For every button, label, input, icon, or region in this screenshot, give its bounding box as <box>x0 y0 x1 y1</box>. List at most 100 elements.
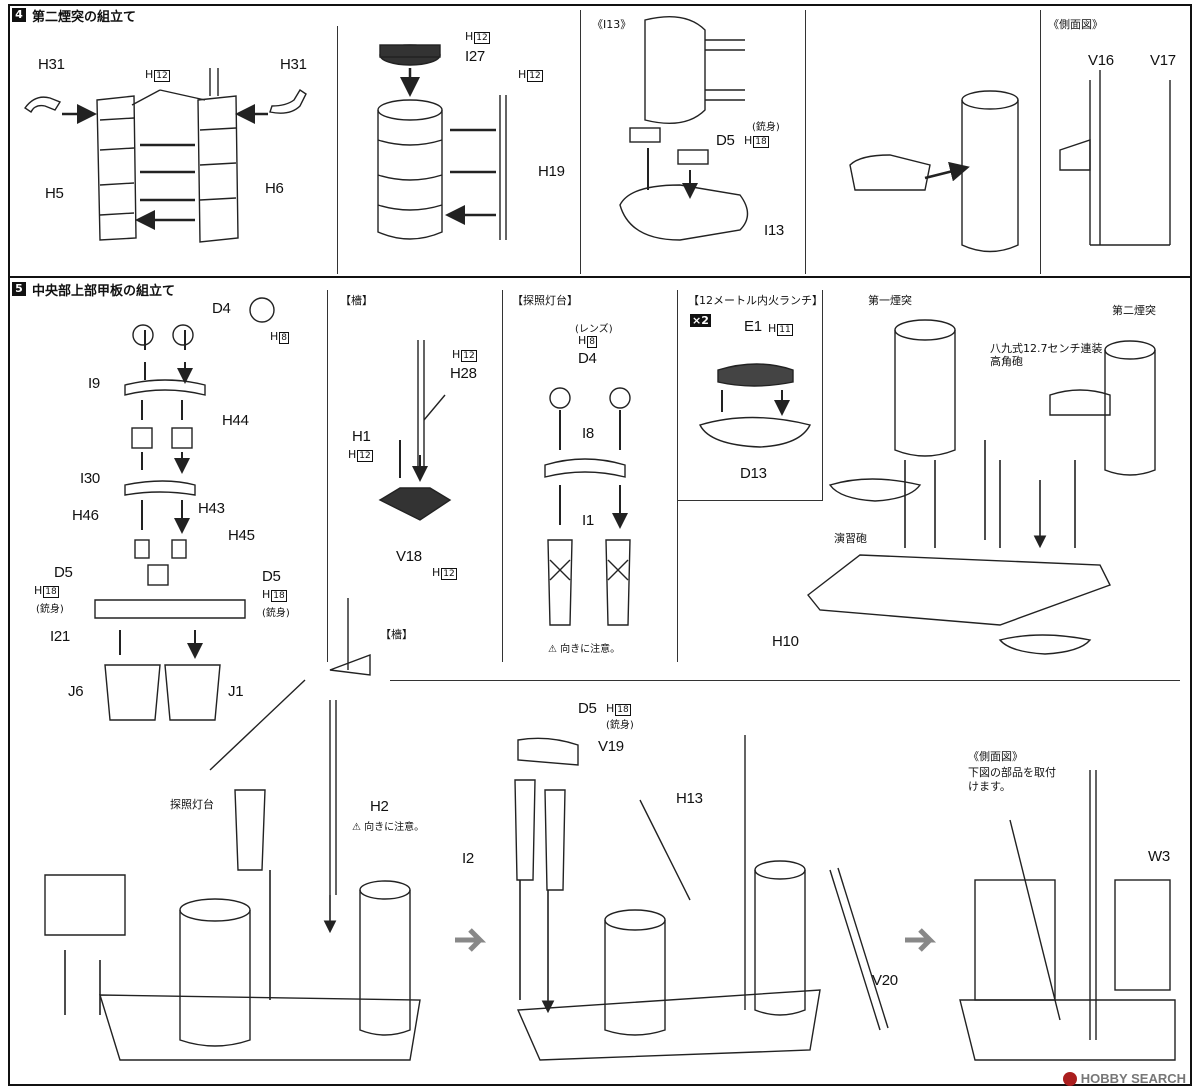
label-v18: V18 <box>396 548 422 565</box>
label-d13: D13 <box>740 465 767 482</box>
divider <box>337 26 338 274</box>
part-funnel1 <box>894 330 956 457</box>
part-i1 <box>547 539 631 626</box>
part-funnel2-assembled <box>961 100 1019 253</box>
step4-number: 4 <box>12 8 26 22</box>
step4-header: 4 第二煙突の組立て <box>12 4 136 26</box>
launch-title: 【12メートル内火ランチ】 <box>688 294 823 307</box>
part-i13 <box>619 184 749 241</box>
part-i8 <box>544 458 626 478</box>
part-funnel2-deck <box>1104 350 1156 476</box>
label-side-view2: 《側面図》 <box>968 750 1023 763</box>
part-v19 <box>517 737 579 766</box>
label-v17: V17 <box>1150 52 1176 69</box>
label-d5-right: D5 <box>262 568 281 585</box>
part-assembly-deck <box>99 994 421 1061</box>
label-side-view: 《側面図》 <box>1048 18 1103 31</box>
label-i30: I30 <box>80 470 100 487</box>
divider <box>805 10 806 274</box>
label-barrel-right: (銃身) <box>262 608 290 619</box>
part-e1 <box>717 363 794 387</box>
mast-title: 【檣】 <box>340 294 373 307</box>
part-i30 <box>124 480 196 496</box>
label-h6: H6 <box>265 180 284 197</box>
part-h31-left <box>24 96 62 114</box>
label-h45: H45 <box>228 527 255 544</box>
label-d5-left: D5 <box>54 564 73 581</box>
label-h28: H28 <box>450 365 477 382</box>
caution-h2: ⚠ 向きに注意。 <box>352 822 425 833</box>
part-platform-assembly <box>849 154 931 191</box>
watermark: HOBBY SEARCH <box>1062 1071 1186 1086</box>
label-i27: I27 <box>465 48 485 65</box>
part-i9 <box>124 379 206 396</box>
label-side-note: 下図の部品を取付けます。 <box>968 766 1056 793</box>
instruction-sheet <box>8 4 1192 1086</box>
label-i13-note: 《I13》 <box>592 18 632 31</box>
label-h13: H13 <box>676 790 703 807</box>
label-v19: V19 <box>598 738 624 755</box>
label-d4-sl: D4 <box>578 350 597 367</box>
caution-sl: ⚠ 向きに注意。 <box>548 644 621 655</box>
step5-header: 5 中央部上部甲板の組立て <box>12 278 175 300</box>
divider <box>580 10 581 274</box>
label-x2: ×2 <box>690 314 711 327</box>
part-i2 <box>514 779 566 891</box>
divider <box>1040 10 1041 274</box>
part-h6 <box>197 95 239 243</box>
label-practice-gun: 演習砲 <box>834 532 867 545</box>
part-d13 <box>699 416 812 448</box>
label-j1: J1 <box>228 683 244 700</box>
label-mast-ref: 【檣】 <box>380 628 413 641</box>
label-aa-gun: 八九式12.7センチ連装高角砲 <box>990 342 1103 368</box>
label-i2: I2 <box>462 850 474 867</box>
divider <box>677 500 823 501</box>
label-h31-right: H31 <box>280 56 307 73</box>
label-h5: H5 <box>45 185 64 202</box>
label-h43: H43 <box>198 500 225 517</box>
divider <box>502 290 503 662</box>
label-h31-left: H31 <box>38 56 65 73</box>
label-v20: V20 <box>872 972 898 989</box>
label-h46: H46 <box>72 507 99 524</box>
divider <box>390 680 1180 681</box>
part-i13-top <box>644 15 706 125</box>
label-i21: I21 <box>50 628 70 645</box>
divider <box>327 290 328 662</box>
divider <box>677 290 678 662</box>
part-h31-right <box>269 89 307 114</box>
part-funnel2 <box>377 110 443 240</box>
step5-title: 中央部上部甲板の組立て <box>32 283 176 299</box>
label-w3: W3 <box>1148 848 1170 865</box>
label-h44: H44 <box>222 412 249 429</box>
section-divider <box>8 276 1192 278</box>
step5-number: 5 <box>12 282 26 296</box>
label-i8: I8 <box>582 425 594 442</box>
label-lens: (レンズ) <box>575 324 613 335</box>
label-funnel1: 第一煙突 <box>868 294 912 307</box>
label-gun-barrel: (銃身) <box>752 122 780 133</box>
label-h1: H1 <box>352 428 371 445</box>
part-h10 <box>807 554 1111 626</box>
label-d4: D4 <box>212 300 231 317</box>
label-e1: E1 <box>744 318 762 335</box>
label-d5: D5 <box>716 132 735 149</box>
label-funnel2: 第二煙突 <box>1112 304 1156 317</box>
label-h19: H19 <box>538 163 565 180</box>
label-barrel-left: (銃身) <box>36 604 64 615</box>
label-i1: I1 <box>582 512 594 529</box>
searchlight-title: 【探照灯台】 <box>512 294 578 307</box>
label-v16: V16 <box>1088 52 1114 69</box>
label-h2: H2 <box>370 798 389 815</box>
label-j6: J6 <box>68 683 84 700</box>
